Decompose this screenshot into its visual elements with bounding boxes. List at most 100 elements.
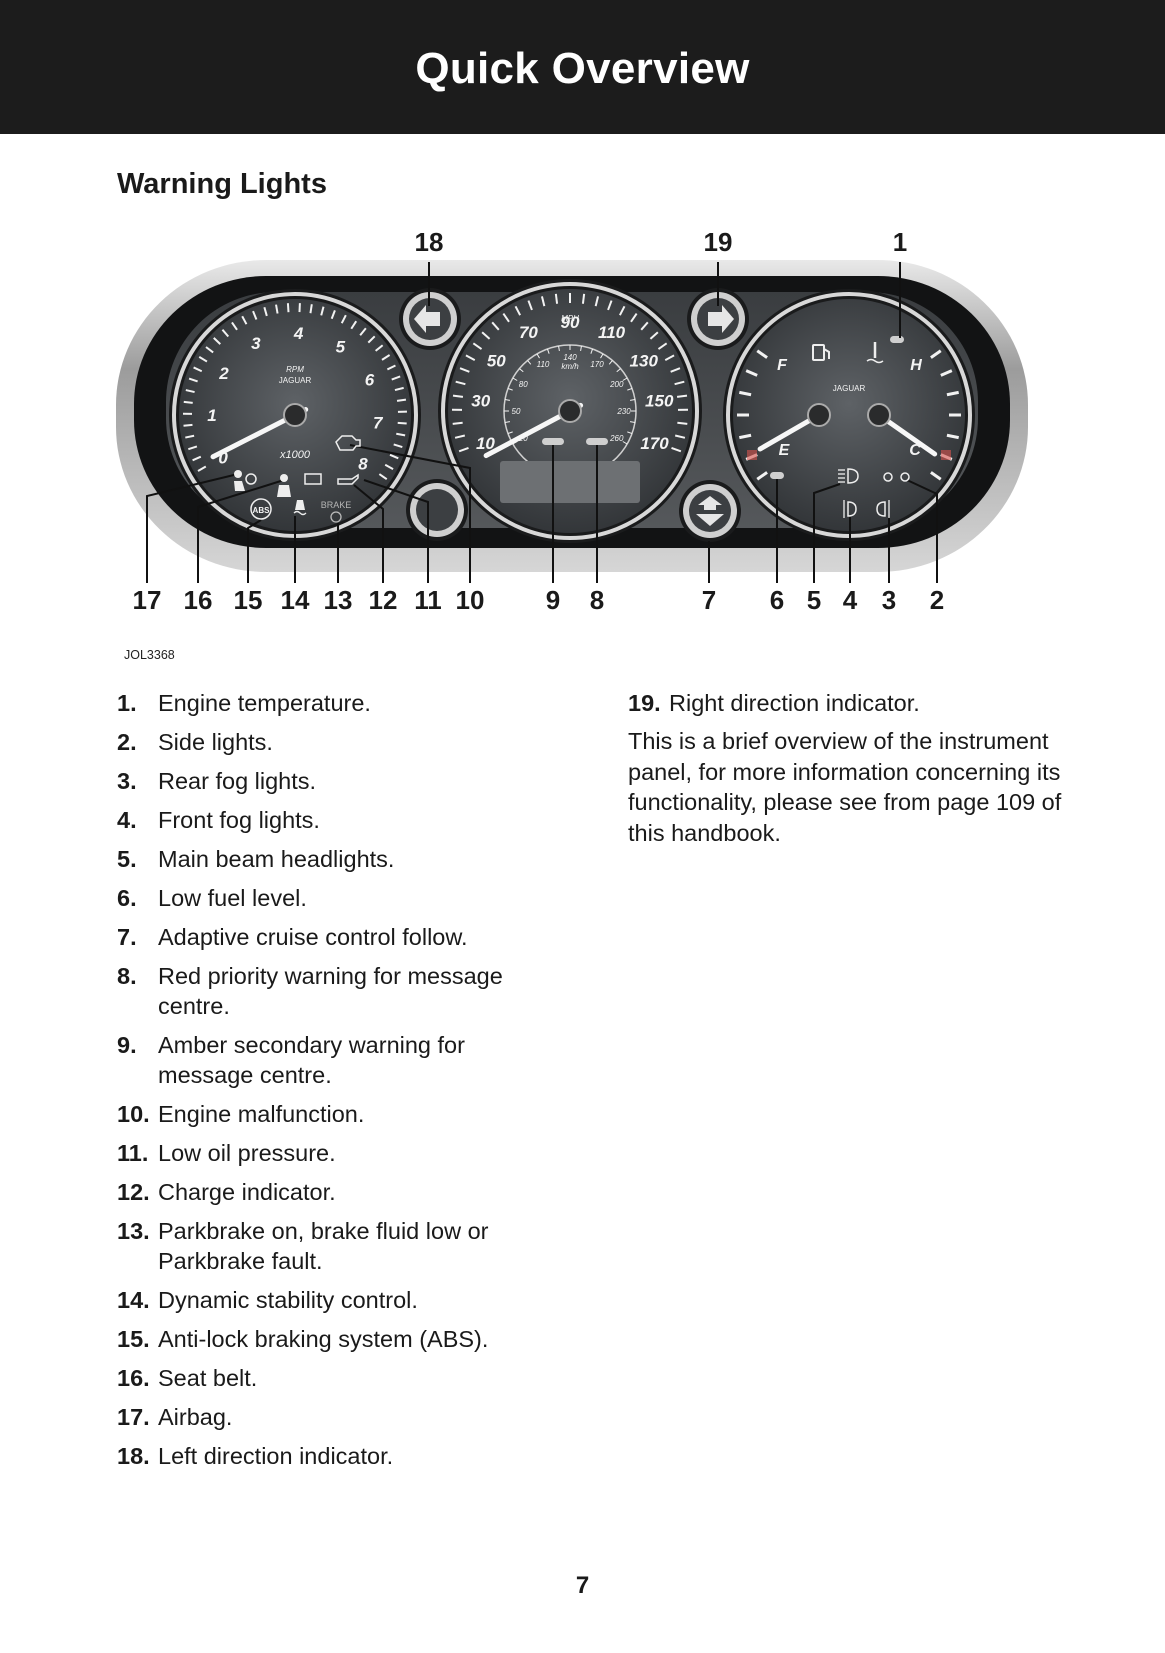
dial-label: 8 bbox=[358, 455, 368, 474]
dial-label: x1000 bbox=[279, 449, 311, 461]
item-text: Front fog lights. bbox=[158, 807, 320, 833]
item-number: 12. bbox=[117, 1179, 150, 1205]
list-item: 2.Side lights. bbox=[117, 727, 557, 757]
item-text: Right direction indicator. bbox=[669, 690, 920, 716]
fuel-pump-icon bbox=[812, 344, 830, 361]
item-text: Amber secondary warning for message cent… bbox=[158, 1032, 465, 1088]
dial-label: 2 bbox=[218, 364, 229, 383]
item-text: Left direction indicator. bbox=[158, 1443, 394, 1469]
dial-label: 50 bbox=[487, 351, 506, 370]
coolant-temperature-icon bbox=[866, 342, 884, 364]
item-number: 1. bbox=[117, 690, 137, 716]
list-item: 4.Front fog lights. bbox=[117, 805, 557, 835]
callout-number: 13 bbox=[323, 585, 353, 615]
callout-number: 1 bbox=[892, 227, 908, 257]
item-text: Red priority warning for message centre. bbox=[158, 963, 503, 1019]
dial-label: km/h bbox=[561, 362, 579, 371]
item-number: 5. bbox=[117, 846, 137, 872]
callout-leader-line bbox=[353, 484, 384, 583]
page-number: 7 bbox=[575, 1572, 590, 1599]
dial-label: 200 bbox=[609, 380, 624, 389]
callout-leader-line bbox=[363, 479, 429, 583]
callout-leader-line bbox=[247, 519, 262, 583]
callout-number: 4 bbox=[842, 585, 858, 615]
item-text: Parkbrake on, brake fluid low or Parkbra… bbox=[158, 1218, 489, 1274]
item-number: 7. bbox=[117, 924, 137, 950]
dial-label: 6 bbox=[365, 370, 375, 389]
item-text: Engine malfunction. bbox=[158, 1101, 365, 1127]
item-text: Rear fog lights. bbox=[158, 768, 317, 794]
dial-label: MPH bbox=[561, 314, 579, 323]
list-item: 17.Airbag. bbox=[117, 1402, 557, 1432]
item-number: 10. bbox=[117, 1101, 150, 1127]
item-text: Engine temperature. bbox=[158, 690, 371, 716]
dial-label: 30 bbox=[471, 391, 490, 410]
red-warning-lamp bbox=[586, 438, 608, 445]
dial-label: 3 bbox=[251, 334, 261, 353]
rear-fog-icon bbox=[876, 500, 890, 518]
list-item: 13.Parkbrake on, brake fluid low or Park… bbox=[117, 1216, 557, 1276]
stability-control-icon bbox=[293, 500, 307, 516]
header-bar: Quick Overview bbox=[0, 0, 1165, 134]
dial-label: 230 bbox=[616, 407, 631, 416]
main-beam-icon bbox=[838, 468, 859, 484]
item-number: 9. bbox=[117, 1032, 137, 1058]
dial-label: 90 bbox=[561, 313, 580, 332]
list-item: 7. Adaptive cruise control follow. bbox=[117, 922, 557, 952]
list-item: 6.Low fuel level. bbox=[117, 883, 557, 913]
engine-temperature-lamp bbox=[890, 336, 904, 343]
list-item: 1. Engine temperature. bbox=[117, 688, 557, 718]
callout-number: 19 bbox=[703, 227, 733, 257]
dial-label: 50 bbox=[512, 407, 521, 416]
dial-label: ABS bbox=[253, 506, 271, 515]
dial-label: 10 bbox=[476, 434, 495, 453]
dial-label: 80 bbox=[519, 380, 528, 389]
dial-label: RPM bbox=[286, 365, 304, 374]
warning-lights-list: 1. Engine temperature. 2.Side lights. 3.Rea… bbox=[117, 688, 557, 1480]
battery-icon bbox=[304, 473, 322, 485]
callout-number: 10 bbox=[455, 585, 485, 615]
section-title: Warning Lights bbox=[117, 168, 327, 200]
item-text: Main beam headlights. bbox=[158, 846, 395, 872]
dial-label: H bbox=[910, 357, 922, 374]
list-item: 18.Left direction indicator. bbox=[117, 1441, 557, 1471]
dial-label: F bbox=[777, 357, 788, 374]
list-item: 9. Amber secondary warning for message ce… bbox=[117, 1030, 557, 1090]
item-number: 6. bbox=[117, 885, 137, 911]
item-number: 2. bbox=[117, 729, 137, 755]
dial-label: 150 bbox=[645, 391, 674, 410]
low-fuel-lamp bbox=[770, 472, 784, 479]
dial-label: 0 bbox=[218, 449, 228, 468]
dial-label: C bbox=[909, 442, 921, 459]
dial-label: 110 bbox=[537, 360, 550, 369]
dial-label: 140 bbox=[563, 353, 577, 362]
message-centre-display bbox=[500, 461, 640, 503]
oil-can-icon bbox=[337, 473, 359, 485]
dial-label: JAGUAR bbox=[833, 384, 866, 393]
figure-reference: JOL3368 bbox=[124, 648, 175, 662]
callout-leader-line bbox=[813, 483, 841, 583]
page-title: Quick Overview bbox=[415, 44, 750, 93]
list-item: 14.Dynamic stability control. bbox=[117, 1285, 557, 1315]
instrument-panel-illustration: 012345678RPMJAGUARx100010305070901101301… bbox=[116, 260, 1028, 583]
list-item: 15.Anti-lock braking system (ABS). bbox=[117, 1324, 557, 1354]
dial-label: E bbox=[779, 442, 791, 459]
item-text: Adaptive cruise control follow. bbox=[158, 924, 468, 950]
callout-leader-line bbox=[349, 444, 471, 583]
callout-number: 7 bbox=[701, 585, 717, 615]
callout-number: 9 bbox=[545, 585, 561, 615]
right-arrow-icon bbox=[708, 305, 734, 333]
dial-label: JAGUAR bbox=[279, 376, 312, 385]
item-number: 11. bbox=[117, 1140, 149, 1166]
side-lights-icon bbox=[883, 472, 910, 482]
callout-leader-line bbox=[197, 479, 285, 583]
callout-leader-line bbox=[906, 479, 938, 583]
list-item: 3.Rear fog lights. bbox=[117, 766, 557, 796]
item-text: Airbag. bbox=[158, 1404, 233, 1430]
item-text: Low oil pressure. bbox=[158, 1140, 336, 1166]
callout-number: 6 bbox=[769, 585, 785, 615]
dial-label: 170 bbox=[640, 434, 669, 453]
callout-number: 17 bbox=[132, 585, 162, 615]
callout-number: 18 bbox=[414, 227, 444, 257]
